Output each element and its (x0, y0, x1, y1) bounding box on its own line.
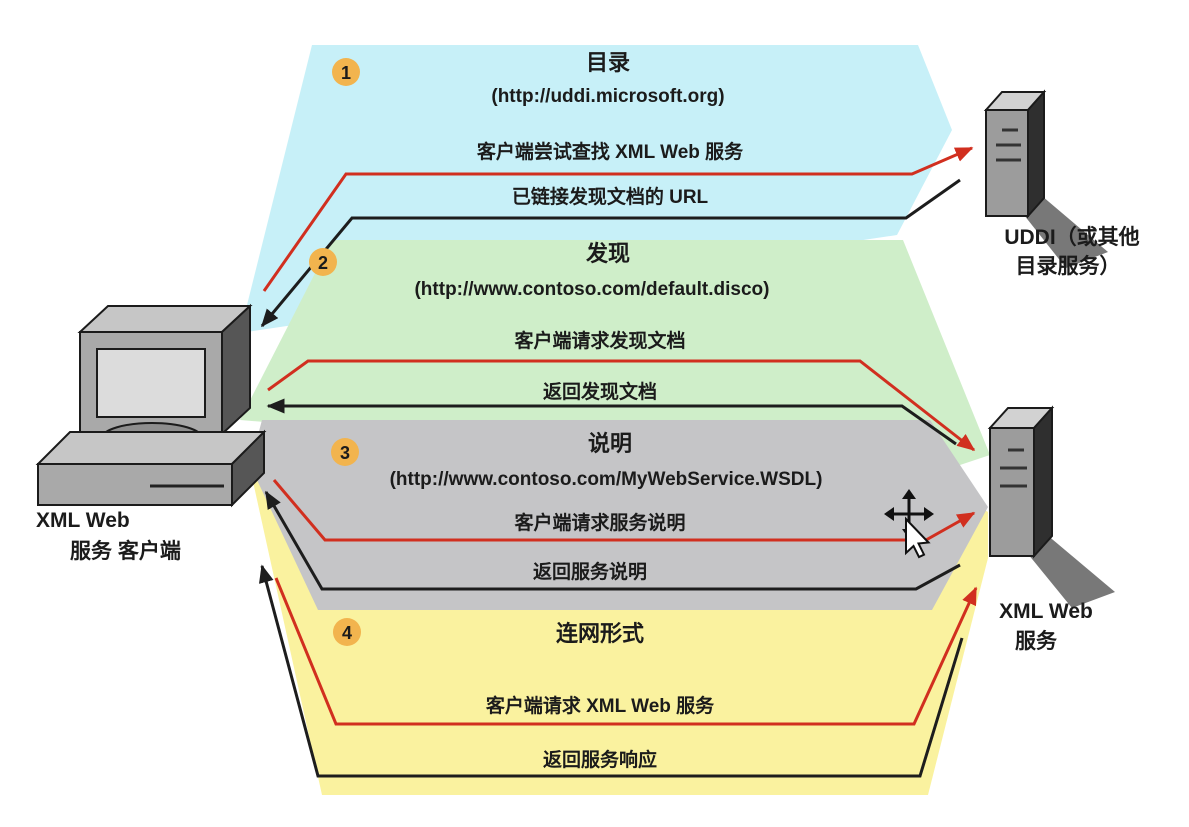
band-3-request-arrow (272, 479, 976, 542)
band-2-response-label: 返回发现文档 (543, 380, 657, 403)
step-4-number: 4 (342, 623, 352, 643)
band-4-response-label: 返回服务响应 (543, 748, 657, 771)
service-label-line1: XML Web (999, 600, 1093, 623)
service-server-front (989, 427, 1035, 557)
move-cursor-left (884, 507, 894, 521)
step-3-badge (331, 438, 359, 466)
uddi-server-icon (983, 89, 1108, 268)
band-4-title: 连网形式 (556, 621, 644, 646)
service-server-side-face (1033, 405, 1053, 559)
uddi-label-line2: 目录服务） (1016, 254, 1121, 278)
service-label-line2: 服务 (1015, 629, 1058, 653)
band-3-description-shape (250, 420, 988, 610)
service-server-shadow (1028, 534, 1115, 608)
band-3-request-label: 客户端请求服务说明 (514, 511, 685, 534)
step-1-number: 1 (341, 63, 351, 83)
band-2-response-arrow (266, 398, 957, 446)
uddi-server-front (985, 109, 1029, 217)
band-2-request-label: 客户端请求发现文档 (514, 329, 685, 352)
band-2-title: 发现 (585, 241, 630, 266)
web-service-server-icon (987, 405, 1115, 608)
band-3-title: 说明 (588, 431, 632, 456)
step-1-badge (332, 58, 360, 86)
band-4-response-arrow (259, 564, 964, 778)
uddi-server-side-face (1027, 89, 1045, 219)
client-label-line1: XML Web (36, 509, 130, 532)
step-4-badge (333, 618, 361, 646)
band-1-request-label: 客户端尝试查找 XML Web 服务 (477, 140, 744, 163)
band-3-url: (http://www.contoso.com/MyWebService.WSD… (390, 469, 823, 490)
band-2-request-arrow (267, 359, 976, 452)
band-1-response-label: 已链接发现文档的 URL (512, 185, 709, 208)
band-1-response-arrow (260, 178, 961, 328)
move-cursor-right (924, 507, 934, 521)
client-label-line2: 服务 客户端 (70, 539, 181, 563)
band-3-response-arrow (264, 490, 961, 591)
band-2-url: (http://www.contoso.com/default.disco) (414, 279, 769, 300)
band-2-discovery-shape (240, 240, 990, 475)
band-4-request-label: 客户端请求 XML Web 服务 (486, 694, 715, 717)
monitor-top-face (77, 305, 253, 333)
pointer-cursor-icon (905, 516, 931, 559)
step-3-number: 3 (340, 443, 350, 463)
base-top-face (35, 431, 267, 465)
move-cursor-up (902, 489, 916, 499)
uddi-server-shadow (1024, 196, 1108, 268)
step-2-number: 2 (318, 253, 328, 273)
client-computer-icon (35, 303, 267, 508)
uddi-label-line1: UDDI（或其他 (1004, 225, 1139, 249)
step-2-badge (309, 248, 337, 276)
band-3-response-label: 返回服务说明 (533, 560, 647, 583)
band-1-title: 目录 (586, 50, 630, 75)
band-4-request-arrow (274, 577, 978, 726)
band-1-request-arrow (262, 146, 974, 292)
band-1-url: (http://uddi.microsoft.org) (491, 86, 724, 107)
monitor-screen (96, 348, 206, 418)
